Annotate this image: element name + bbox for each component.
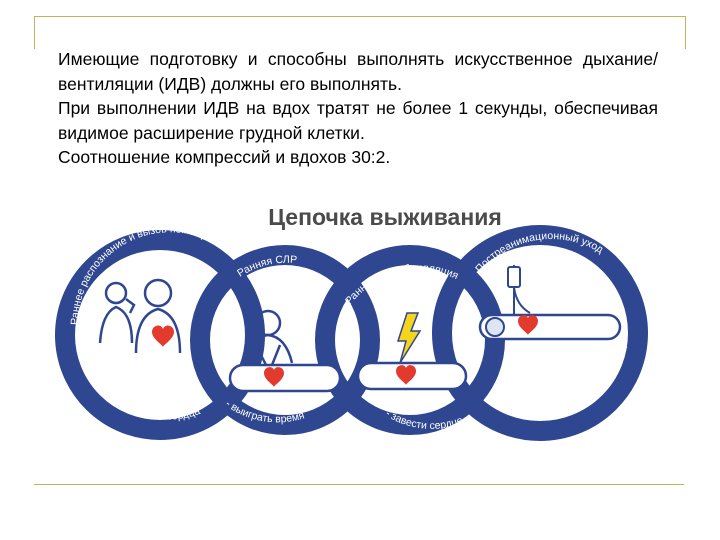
patient-head-icon bbox=[485, 317, 505, 337]
caller-figure-icon bbox=[98, 281, 136, 344]
slide-frame-top bbox=[34, 16, 686, 49]
cpr-rescuer-icon bbox=[242, 309, 294, 366]
patient-body-icon bbox=[228, 363, 342, 393]
paragraph-1: Имеющие подготовку и способны выполнять … bbox=[58, 49, 658, 94]
heart-icon bbox=[152, 325, 174, 347]
ring-2 bbox=[190, 245, 380, 435]
heart-icon bbox=[396, 365, 416, 385]
ring-4 bbox=[432, 225, 648, 441]
patient-bed-icon bbox=[478, 313, 622, 341]
chain-of-survival-diagram: Цепочка выживания Раннее распознание и в… bbox=[40, 195, 648, 441]
heart-icon bbox=[264, 367, 284, 387]
paragraph-2: При выполнении ИДВ на вдох тратят не бол… bbox=[58, 98, 658, 143]
paragraph-3: Соотношение компрессий и вдохов 30:2. bbox=[58, 147, 391, 167]
slide-frame-bottom bbox=[34, 484, 684, 485]
lightning-bolt-icon bbox=[396, 312, 422, 364]
heart-icon bbox=[518, 315, 538, 335]
patient-figure-icon bbox=[134, 278, 182, 354]
body-text: Имеющие подготовку и способны выполнять … bbox=[58, 47, 658, 170]
ring-1 bbox=[55, 230, 265, 440]
iv-drip-icon bbox=[507, 265, 531, 320]
link-2-bottom-label: - выиграть время bbox=[223, 398, 306, 426]
diagram-title: Цепочка выживания bbox=[268, 204, 502, 230]
